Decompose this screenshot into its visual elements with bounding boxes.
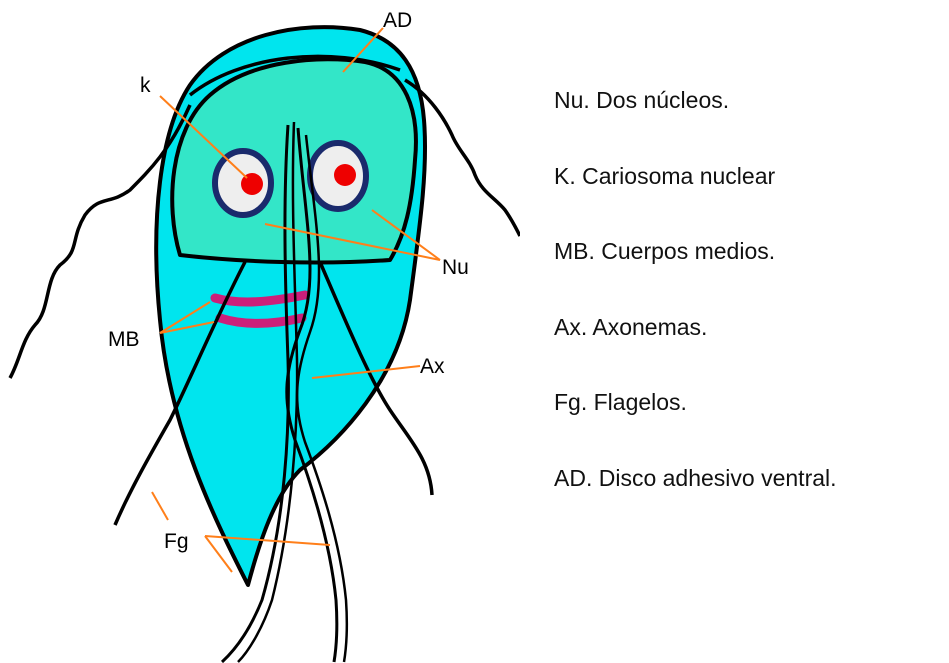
legend-item-nu: Nu. Dos núcleos. — [554, 78, 837, 154]
legend-item-fg: Fg. Flagelos. — [554, 380, 837, 456]
nucleolus-right — [334, 164, 356, 186]
legend-item-k: K. Cariosoma nuclear — [554, 154, 837, 230]
label-fg: Fg — [164, 530, 189, 553]
label-ax: Ax — [420, 355, 445, 378]
legend-item-mb: MB. Cuerpos medios. — [554, 229, 837, 305]
label-mb: MB — [108, 328, 140, 351]
legend-item-ad: AD. Disco adhesivo ventral. — [554, 456, 837, 532]
label-nu: Nu — [442, 256, 469, 279]
label-ad: AD — [383, 9, 412, 32]
legend: Nu. Dos núcleos. K. Cariosoma nuclear MB… — [554, 78, 837, 531]
label-k: k — [140, 74, 151, 97]
legend-item-ax: Ax. Axonemas. — [554, 305, 837, 381]
giardia-trophozoite-diagram: AD k Nu MB Ax Fg — [0, 0, 520, 663]
